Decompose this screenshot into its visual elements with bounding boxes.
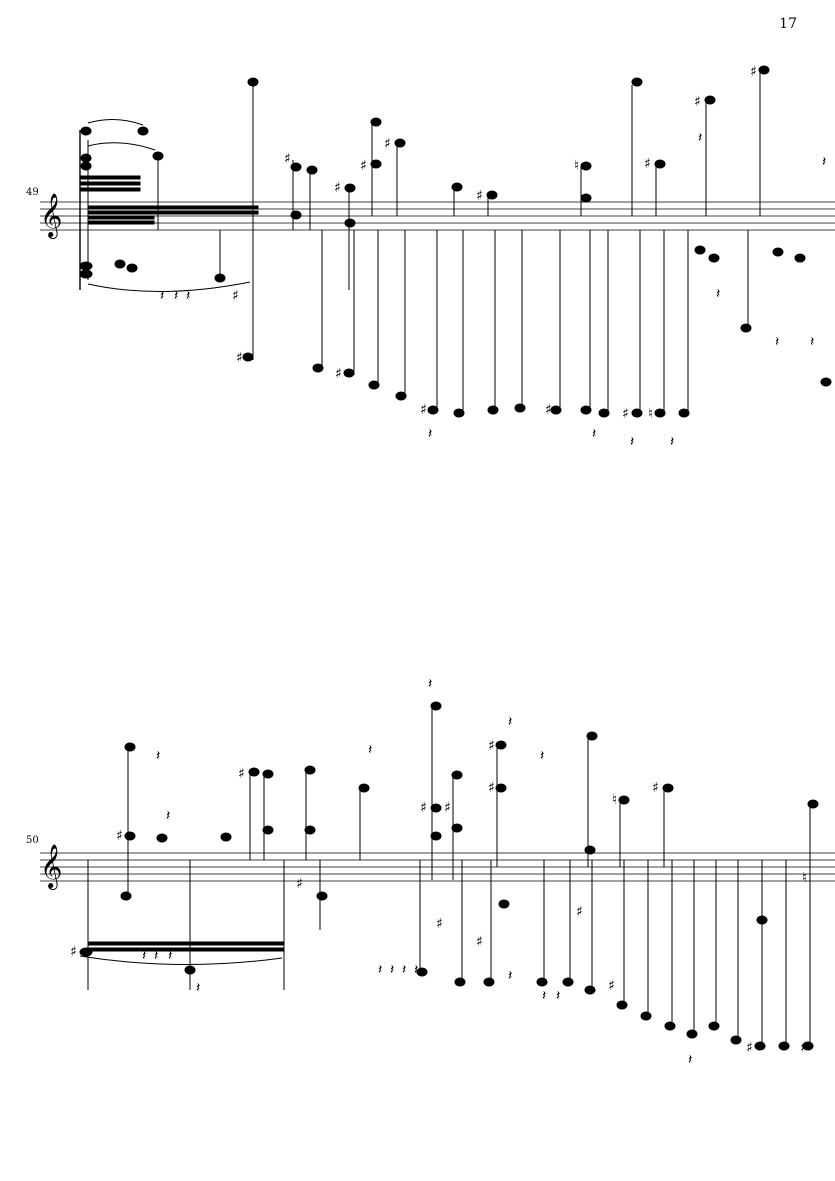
svg-text:♯: ♯ — [746, 1040, 753, 1056]
svg-text:𝄽: 𝄽 — [142, 948, 146, 964]
symbols: 𝄽 𝄽 𝄽 𝄽 𝄽 𝄽 𝄽 𝄽 𝄽 𝄽 𝄽 𝄽 𝄽 𝄽 𝄽 𝄽 𝄽 𝄽 ♯ ♯ … — [70, 676, 807, 1068]
svg-text:𝄽: 𝄽 — [592, 426, 596, 442]
measure-number: 50 — [26, 835, 39, 846]
svg-text:♯: ♯ — [694, 94, 701, 110]
music-system-2: 50 𝄞 — [0, 660, 835, 1080]
beamed-group — [79, 860, 285, 990]
svg-text:𝄽: 𝄽 — [378, 962, 382, 978]
svg-text:♯: ♯ — [360, 158, 367, 174]
treble-clef-icon: 𝄞 — [40, 193, 62, 239]
svg-text:𝄽: 𝄽 — [196, 980, 200, 996]
svg-text:♯: ♯ — [436, 916, 443, 932]
svg-text:𝄽: 𝄽 — [542, 988, 546, 1004]
svg-text:𝄽: 𝄽 — [168, 948, 172, 964]
svg-text:𝄽: 𝄽 — [428, 676, 432, 692]
svg-text:𝄽: 𝄽 — [540, 748, 544, 764]
svg-text:𝄽: 𝄽 — [698, 130, 702, 146]
svg-text:♮: ♮ — [802, 870, 807, 886]
svg-text:♮: ♮ — [612, 792, 617, 808]
svg-text:♯: ♯ — [70, 944, 77, 960]
svg-text:𝄽: 𝄽 — [156, 748, 160, 764]
svg-text:𝄽: 𝄽 — [166, 808, 170, 824]
svg-text:♯: ♯ — [800, 1040, 807, 1056]
music-system-1: 49 𝄞 — [0, 30, 835, 460]
svg-text:♯: ♯ — [644, 156, 651, 172]
ledger-stems-lower — [120, 860, 814, 1051]
svg-text:♯: ♯ — [545, 402, 552, 418]
svg-text:𝄽: 𝄽 — [822, 154, 826, 170]
measure-number: 49 — [26, 187, 39, 198]
svg-text:♯: ♯ — [444, 800, 451, 816]
svg-text:𝄽: 𝄽 — [154, 948, 158, 964]
ledger-stems-lower — [242, 230, 832, 418]
staff-lines — [40, 852, 835, 882]
svg-text:𝄽: 𝄽 — [630, 434, 634, 450]
svg-text:♯: ♯ — [284, 151, 291, 167]
svg-text:♯: ♯ — [420, 800, 427, 816]
svg-text:♯: ♯ — [476, 934, 483, 950]
svg-text:𝄽: 𝄽 — [160, 288, 164, 304]
svg-text:♯: ♯ — [420, 402, 427, 418]
svg-text:♯: ♯ — [750, 64, 757, 80]
svg-text:𝄽: 𝄽 — [775, 334, 779, 350]
svg-text:𝄽: 𝄽 — [508, 968, 512, 984]
svg-text:𝄽: 𝄽 — [414, 962, 418, 978]
symbols: 𝄽 𝄽 𝄽 𝄽 𝄽 𝄽 𝄽 𝄽 𝄽 𝄽 𝄽 𝄽 ♯ ♯ ♯ ♯ ♯ ♮ ♯ ♯ … — [160, 64, 826, 450]
svg-text:♯: ♯ — [622, 406, 629, 422]
svg-text:♯: ♯ — [652, 780, 659, 796]
score-system-1: 𝄞 — [40, 64, 835, 450]
svg-text:♯: ♯ — [232, 288, 239, 304]
svg-text:𝄽: 𝄽 — [390, 962, 394, 978]
svg-text:𝄽: 𝄽 — [688, 1052, 692, 1068]
svg-text:♯: ♯ — [608, 978, 615, 994]
svg-text:𝄽: 𝄽 — [174, 288, 178, 304]
svg-text:♯: ♯ — [576, 904, 583, 920]
svg-text:𝄽: 𝄽 — [186, 288, 190, 304]
svg-text:♮: ♮ — [648, 406, 653, 422]
svg-text:𝄽: 𝄽 — [556, 988, 560, 1004]
svg-text:♯: ♯ — [236, 350, 243, 366]
svg-text:♯: ♯ — [334, 180, 341, 196]
opening-chord — [79, 119, 259, 293]
ledger-stems-upper — [247, 65, 770, 290]
svg-text:𝄽: 𝄽 — [402, 962, 406, 978]
svg-text:♮: ♮ — [574, 158, 579, 174]
page-number: 17 — [779, 16, 797, 32]
svg-text:♯: ♯ — [488, 738, 495, 754]
svg-text:𝄽: 𝄽 — [428, 426, 432, 442]
treble-clef-icon: 𝄞 — [40, 844, 62, 890]
svg-text:𝄽: 𝄽 — [508, 714, 512, 730]
svg-text:♯: ♯ — [335, 366, 342, 382]
svg-text:♯: ♯ — [238, 766, 245, 782]
svg-text:♯: ♯ — [384, 136, 391, 152]
svg-text:𝄽: 𝄽 — [670, 434, 674, 450]
svg-text:♯: ♯ — [488, 780, 495, 796]
svg-text:𝄽: 𝄽 — [716, 286, 720, 302]
ledger-stems-upper — [124, 701, 819, 880]
svg-text:♯: ♯ — [296, 876, 303, 892]
svg-text:𝄽: 𝄽 — [368, 742, 372, 758]
score-system-2: 𝄞 — [40, 676, 835, 1068]
svg-text:♯: ♯ — [116, 828, 123, 844]
svg-text:𝄽: 𝄽 — [810, 334, 814, 350]
svg-text:♯: ♯ — [476, 188, 483, 204]
